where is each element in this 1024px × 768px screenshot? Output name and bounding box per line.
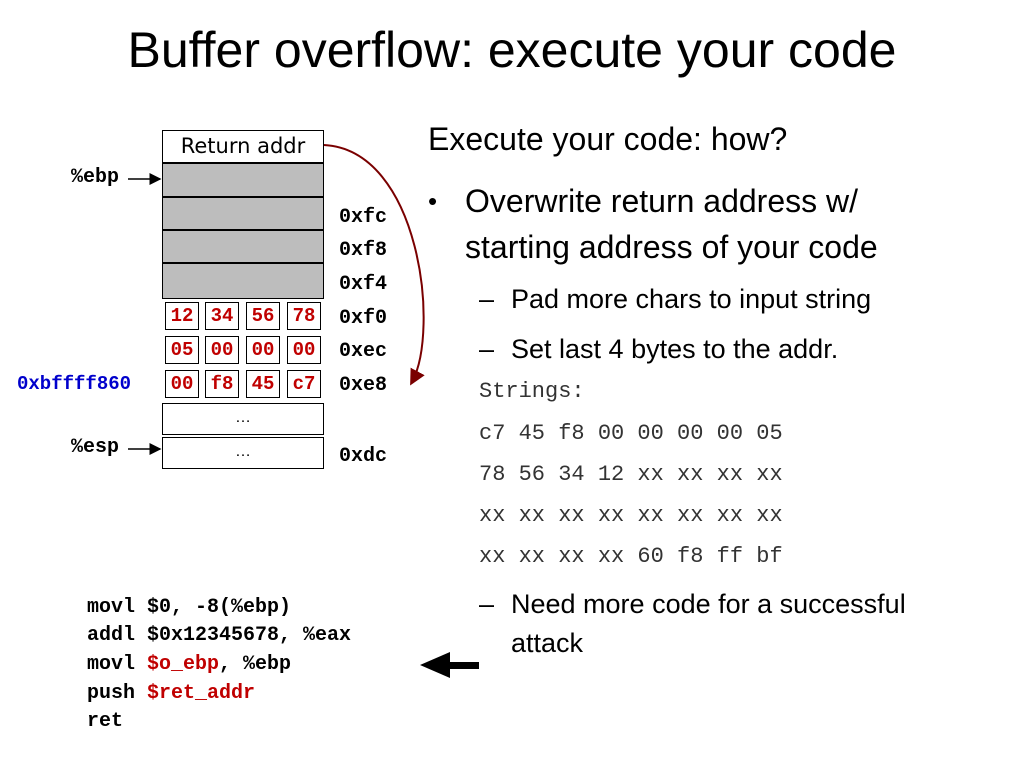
slide-title: Buffer overflow: execute your code (127, 22, 897, 78)
code-highlight: $ret_addr (147, 682, 256, 705)
dash-mark: – (479, 589, 495, 619)
byte-cell: 00 (205, 336, 239, 364)
code-line: ret (87, 710, 124, 733)
string-line: 78 56 34 12 xx xx xx xx (479, 462, 783, 487)
code-op: movl (87, 653, 148, 676)
stack-slot-gray (162, 263, 324, 299)
strings-label: Strings: (479, 379, 585, 404)
code-rest: , %ebp (219, 653, 292, 676)
address-label: 0xdc (339, 445, 388, 468)
byte-cell: 00 (246, 336, 280, 364)
return-addr-cell: Return addr (162, 130, 324, 163)
bullet-text-line: starting address of your code (465, 229, 878, 265)
code-op: push (87, 682, 148, 705)
byte-cell: 12 (165, 302, 199, 330)
bullet-mark: • (428, 186, 438, 216)
bullet-text-line: Overwrite return address w/ (465, 183, 859, 219)
stack-slot-ellipsis: … (162, 403, 324, 435)
byte-cell: 45 (246, 370, 280, 398)
byte-cell: c7 (287, 370, 321, 398)
code-line: push $ret_addr (87, 680, 255, 708)
left-arrow-icon (420, 652, 479, 678)
esp-label: %esp (71, 436, 120, 459)
right-heading: Execute your code: how? (428, 121, 788, 157)
code-highlight: $o_ebp (147, 653, 220, 676)
address-label: 0xf4 (339, 273, 388, 296)
code-line: movl $o_ebp, %ebp (87, 651, 291, 679)
address-label: 0xf8 (339, 239, 388, 262)
address-label: 0xe8 (339, 374, 388, 397)
byte-cell: f8 (205, 370, 239, 398)
stack-slot-gray (162, 163, 324, 197)
stack-slot-ellipsis: … (162, 437, 324, 469)
stack-slot-gray (162, 230, 324, 263)
byte-cell: 78 (287, 302, 321, 330)
string-line: xx xx xx xx xx xx xx xx (479, 503, 783, 528)
sub-bullet-text: Pad more chars to input string (511, 284, 872, 314)
byte-cell: 00 (165, 370, 199, 398)
string-line: c7 45 f8 00 00 00 00 05 (479, 421, 783, 446)
dash-mark: – (479, 334, 495, 364)
stack-slot-gray (162, 197, 324, 230)
byte-cell: 34 (205, 302, 239, 330)
address-label: 0xfc (339, 206, 388, 229)
sub-bullet-text: attack (511, 628, 584, 658)
string-line: xx xx xx xx 60 f8 ff bf (479, 544, 783, 569)
sub-bullet-text: Set last 4 bytes to the addr. (511, 334, 839, 364)
byte-cell: 05 (165, 336, 199, 364)
address-label: 0xf0 (339, 307, 388, 330)
byte-cell: 56 (246, 302, 280, 330)
code-line: addl $0x12345678, %eax (87, 624, 352, 647)
code-line: movl $0, -8(%ebp) (87, 596, 292, 619)
byte-cell: 00 (287, 336, 321, 364)
buffer-address-label: 0xbffff860 (17, 373, 132, 395)
dash-mark: – (479, 284, 495, 314)
sub-bullet-text: Need more code for a successful (511, 589, 906, 619)
ebp-label: %ebp (71, 166, 120, 189)
address-label: 0xec (339, 340, 388, 363)
